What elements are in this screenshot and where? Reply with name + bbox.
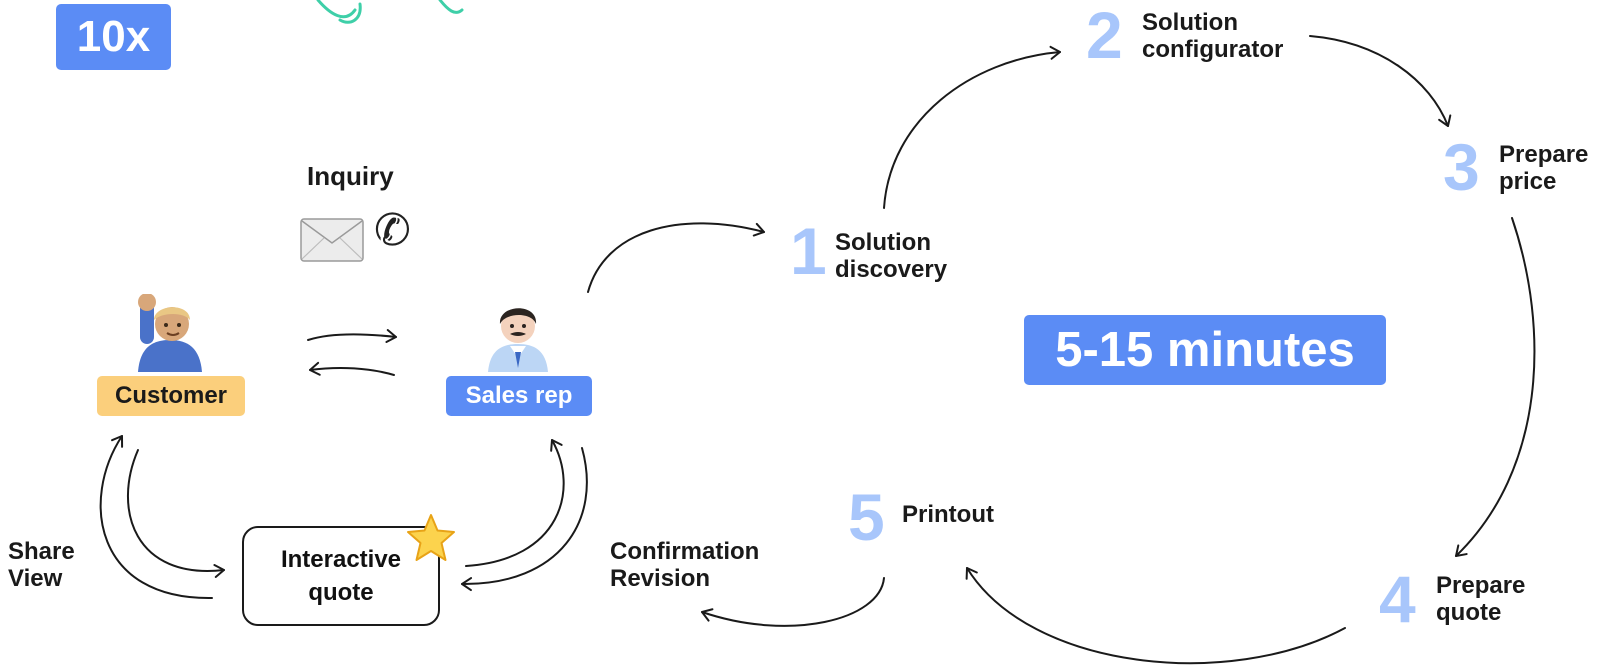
step-2-line1: Solution [1142, 9, 1238, 36]
star-icon [404, 512, 458, 564]
step-3-line2: price [1499, 168, 1557, 195]
step-2-line2: configurator [1142, 36, 1284, 63]
confirmation-label: Confirmation [610, 538, 760, 565]
arrow-step5-to-confirmation [701, 577, 885, 627]
arrow-step1-to-step2 [883, 45, 1061, 209]
inquiry-label: Inquiry [307, 161, 394, 191]
arrow-step2-to-step3 [1309, 35, 1452, 127]
arrow-step3-to-step4 [1455, 217, 1536, 557]
arrow-salesrep-to-quote [461, 447, 588, 592]
step-4-number: 4 [1379, 562, 1416, 636]
confirmation-revision-label: Confirmation Revision [610, 538, 759, 592]
interactive-quote-line1: Interactive [280, 546, 402, 573]
arrow-quote-to-salesrep [465, 439, 565, 567]
arrow-customer-to-salesrep [307, 329, 397, 343]
phone-icon: ✆ [374, 205, 411, 256]
step-5-line1: Printout [902, 501, 994, 528]
revision-label: Revision [610, 565, 711, 592]
customer-tag: Customer [97, 376, 245, 416]
step-4-line2: quote [1436, 599, 1502, 626]
raising-hand-person-icon [132, 293, 204, 372]
step-4-line1: Prepare [1436, 572, 1526, 599]
interactive-quote-box: Interactive quote [242, 526, 440, 626]
step-3-label: Prepare price [1499, 141, 1588, 195]
step-1-line1: Solution [835, 229, 931, 256]
view-label: View [8, 565, 63, 592]
share-label: Share [8, 538, 75, 565]
step-5-number: 5 [848, 480, 885, 554]
step-1-number: 1 [790, 214, 827, 288]
arrow-salesrep-to-customer [309, 361, 395, 376]
step-2-label: Solution configurator [1142, 9, 1283, 63]
multiplier-badge: 10x [56, 4, 171, 70]
sales-rep-tag: Sales rep [446, 376, 592, 416]
step-3-number: 3 [1443, 130, 1480, 204]
decorative-scribble [316, 0, 464, 24]
share-view-label: Share View [8, 538, 75, 592]
interactive-quote-line2: quote [308, 579, 374, 606]
arrow-step4-to-step5 [965, 567, 1346, 665]
step-1-label: Solution discovery [835, 229, 947, 283]
arrow-quote-to-customer [99, 435, 213, 600]
duration-badge: 5-15 minutes [1024, 315, 1386, 385]
man-with-mustache-icon [484, 296, 552, 372]
step-4-label: Prepare quote [1436, 572, 1525, 626]
envelope-icon [300, 218, 364, 262]
step-3-line1: Prepare [1499, 141, 1589, 168]
step-5-label: Printout [902, 501, 994, 528]
step-2-number: 2 [1086, 0, 1123, 72]
arrow-customer-to-quote [126, 449, 225, 578]
step-1-line2: discovery [835, 256, 948, 283]
arrow-salesrep-to-step1 [587, 222, 765, 293]
